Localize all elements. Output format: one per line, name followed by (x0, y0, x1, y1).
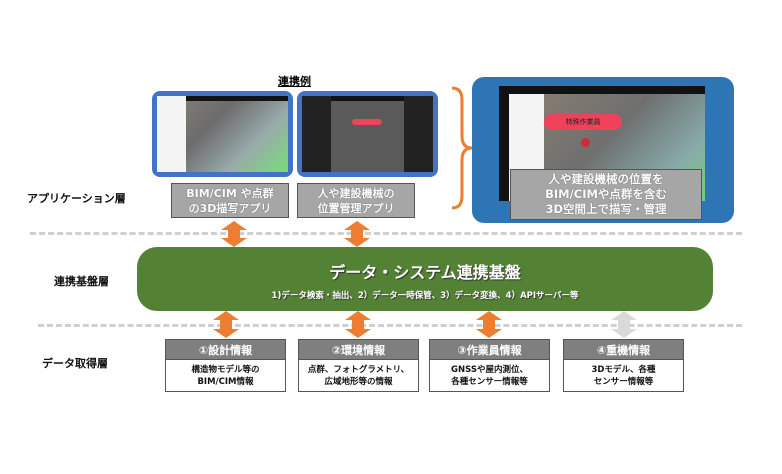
source-title: ①設計情報 (165, 339, 286, 360)
double-arrow-icon (345, 311, 371, 338)
worker-marker-icon (581, 138, 590, 147)
position-app-label-line1: 人や建設機械の (317, 186, 395, 200)
combined-line-1: 人や建設機械の位置を (548, 172, 664, 186)
position-app-screenshot (297, 91, 438, 177)
source-title: ④重機情報 (563, 339, 684, 360)
source-desc: GNSSや屋内測位、 (451, 364, 528, 375)
platform-subtitle: 1)データ検索・抽出、2）データ一時保管、3）データ変換、4）APIサーバー等 (271, 291, 579, 301)
bim-app-label: BIM/CIM や点群の3D描写アプリ (171, 183, 289, 218)
layer-label-application: アプリケーション層 (27, 192, 126, 205)
example-title: 連携例 (278, 75, 311, 88)
double-arrow-icon (611, 311, 637, 338)
source-title: ②環境情報 (298, 339, 419, 360)
source-desc: BIM/CIM情報 (197, 376, 254, 387)
worker-marker-label: 特殊作業員 (544, 114, 622, 130)
position-app-label-line2: 位置管理アプリ (317, 201, 395, 215)
double-arrow-icon (344, 221, 370, 247)
source-desc: 各種センサー情報等 (451, 376, 528, 387)
combined-app-label: 人や建設機械の位置を BIM/CIMや点群を含む 3D空間上で描写・管理 (510, 169, 702, 220)
combined-app-panel: 特殊作業員 人や建設機械の位置を BIM/CIMや点群を含む 3D空間上で描写・… (472, 77, 734, 223)
layer-divider-upper (30, 232, 742, 235)
source-desc: センサー情報等 (593, 376, 654, 387)
source-worker: ③作業員情報 GNSSや屋内測位、各種センサー情報等 (429, 339, 550, 392)
double-arrow-icon (476, 311, 502, 338)
bim-app-label-line1: BIM/CIM や点群 (186, 186, 274, 200)
layer-divider-lower (38, 324, 742, 327)
double-arrow-icon (213, 311, 239, 338)
combined-line-3: 3D空間上で描写・管理 (545, 202, 667, 216)
source-environment: ②環境情報点群、フォトグラメトリ、広域地形等の情報 (298, 339, 419, 392)
source-desc: 広域地形等の情報 (324, 376, 393, 387)
combined-line-2: BIM/CIMや点群を含む (545, 187, 667, 201)
bim-app-label-line2: の3D描写アプリ (188, 201, 272, 215)
position-app-label: 人や建設機械の位置管理アプリ (297, 183, 415, 218)
source-desc: 3Dモデル、各種 (591, 364, 656, 375)
source-machinery: ④重機情報 3Dモデル、各種センサー情報等 (563, 339, 684, 392)
source-desc: 点群、フォトグラメトリ、 (307, 364, 410, 375)
platform-title: データ・システム連携基盤 (329, 263, 521, 282)
source-desc: 構造物モデル等の (191, 364, 260, 375)
platform-panel: データ・システム連携基盤 1)データ検索・抽出、2）データ一時保管、3）データ変… (137, 247, 713, 311)
double-arrow-icon (221, 221, 247, 247)
layer-label-acquisition: データ取得層 (42, 357, 108, 370)
bim-app-screenshot (152, 91, 293, 177)
layer-label-platform: 連携基盤層 (54, 275, 109, 288)
source-title: ③作業員情報 (429, 339, 550, 360)
